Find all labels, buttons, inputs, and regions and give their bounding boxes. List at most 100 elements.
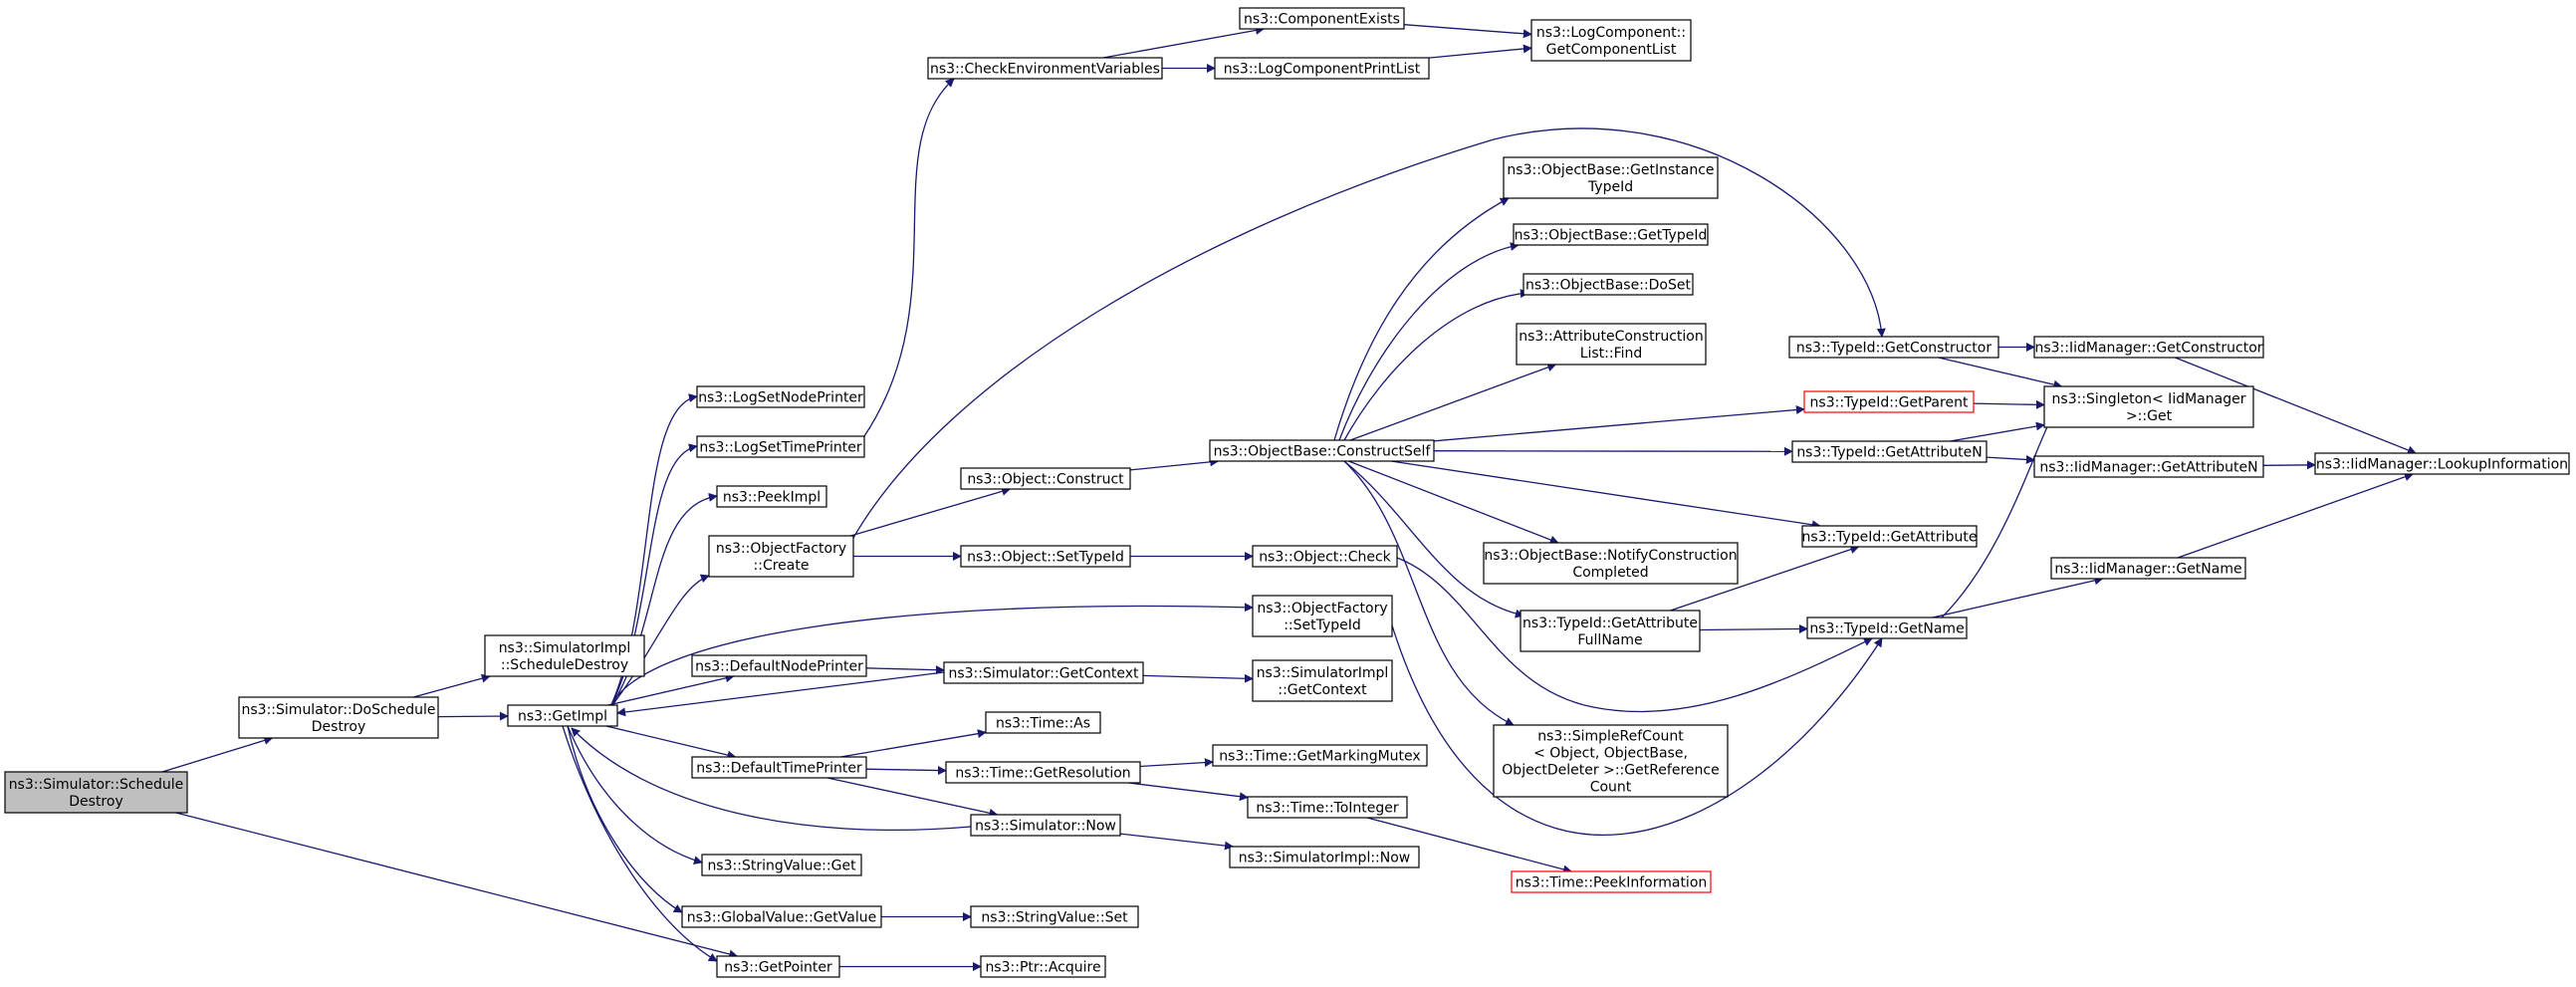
node-typeid-get-attribute[interactable]: ns3::TypeId::GetAttribute [1801, 525, 1978, 548]
edge-line [1428, 44, 1532, 59]
edge-line [161, 736, 274, 773]
node-simulator-get-context[interactable]: ns3::Simulator::GetContext [943, 661, 1144, 684]
edge-typeid-get-attribute-n-to-iid-manager-get-attribute-n [1986, 454, 2035, 464]
node-stringvalue-get[interactable]: ns3::StringValue::Get [701, 854, 862, 876]
node-iid-manager-get-attribute-n[interactable]: ns3::IidManager::GetAttributeN [2033, 455, 2264, 478]
node-iid-manager-get-constructor[interactable]: ns3::IidManager::GetConstructor [2033, 336, 2264, 359]
node-log-set-node-printer[interactable]: ns3::LogSetNodePrinter [696, 385, 865, 408]
node-box [1803, 390, 1975, 413]
node-get-impl[interactable]: ns3::GetImpl [507, 704, 618, 727]
node-time-to-integer[interactable]: ns3::Time::ToInteger [1247, 796, 1408, 819]
node-label: ns3::Object::Check [1259, 550, 1391, 566]
node-label: ns3::Simulator::Schedule [9, 777, 184, 793]
edge-line [1932, 576, 2104, 618]
node-time-as[interactable]: ns3::Time::As [985, 711, 1101, 734]
edge-line [1129, 457, 1220, 471]
node-component-exists[interactable]: ns3::ComponentExists [1239, 7, 1405, 30]
node-check-env-vars[interactable]: ns3::CheckEnvironmentVariables [927, 57, 1163, 80]
node-typeid-get-name[interactable]: ns3::TypeId::GetName [1806, 617, 1968, 639]
edge-line [1142, 673, 1254, 683]
node-stringvalue-set[interactable]: ns3::StringValue::Set [970, 905, 1139, 928]
node-time-peek-information[interactable]: ns3::Time::PeekInformation [1511, 870, 1712, 893]
edge-do-schedule-destroy-to-simimpl-schedule-destroy [412, 673, 491, 698]
node-typeid-get-attribute-n[interactable]: ns3::TypeId::GetAttributeN [1791, 440, 1988, 463]
node-objectbase-notify-construction-completed[interactable]: ns3::ObjectBase::NotifyConstructionCompl… [1483, 542, 1739, 585]
node-objectbase-construct-self[interactable]: ns3::ObjectBase::ConstructSelf [1209, 439, 1435, 462]
node-box [681, 905, 882, 928]
node-box [238, 696, 439, 739]
node-object-check[interactable]: ns3::Object::Check [1252, 545, 1398, 568]
node-globalvalue-getvalue[interactable]: ns3::GlobalValue::GetValue [681, 905, 882, 928]
node-schedule-destroy[interactable]: ns3::Simulator::ScheduleDestroy [4, 771, 188, 814]
node-typeid-get-parent[interactable]: ns3::TypeId::GetParent [1803, 390, 1975, 413]
node-objectbase-do-set[interactable]: ns3::ObjectBase::DoSet [1522, 273, 1694, 296]
edge-line [2175, 357, 2417, 455]
node-simulator-now[interactable]: ns3::Simulator::Now [970, 814, 1121, 837]
edge-get-impl-to-object-factory-set-type-id [608, 603, 1254, 710]
edge-line [1128, 782, 1249, 802]
node-box [1483, 542, 1739, 585]
node-label: ns3::Simulator::DoSchedule [242, 702, 436, 718]
node-objectbase-get-type-id[interactable]: ns3::ObjectBase::GetTypeId [1513, 223, 1709, 246]
node-object-factory-create[interactable]: ns3::ObjectFactory::Create [708, 535, 854, 578]
edge-iid-manager-get-name-to-iid-manager-lookup-information [2177, 472, 2414, 559]
node-label: ns3::TypeId::GetAttribute [1522, 616, 1698, 631]
node-ptr-acquire[interactable]: ns3::Ptr::Acquire [980, 955, 1106, 978]
node-label: ObjectDeleter >::GetReference [1502, 763, 1719, 779]
edge-object-factory-create-to-typeid-get-constructor [852, 127, 1886, 539]
node-object-factory-set-type-id[interactable]: ns3::ObjectFactory::SetTypeId [1252, 595, 1393, 637]
node-default-node-printer[interactable]: ns3::DefaultNodePrinter [691, 654, 867, 677]
node-time-get-resolution[interactable]: ns3::Time::GetResolution [945, 761, 1141, 784]
node-log-component-print-list[interactable]: ns3::LogComponentPrintList [1214, 57, 1430, 80]
edge-log-component-print-list-to-log-component-get-list [1428, 44, 1532, 59]
node-box [1516, 323, 1707, 366]
function-nodes: ns3::Simulator::ScheduleDestroyns3::Simu… [4, 7, 2570, 978]
node-get-pointer[interactable]: ns3::GetPointer [716, 955, 840, 978]
node-typeid-get-constructor[interactable]: ns3::TypeId::GetConstructor [1788, 336, 1999, 359]
node-simimpl-get-context[interactable]: ns3::SimulatorImpl::GetContext [1252, 659, 1393, 702]
node-box [970, 814, 1121, 837]
node-box [1209, 439, 1435, 462]
edge-objectbase-construct-self-to-objectbase-do-set [1343, 289, 1529, 441]
node-simimpl-schedule-destroy[interactable]: ns3::SimulatorImpl::ScheduleDestroy [484, 634, 645, 677]
node-default-time-printer[interactable]: ns3::DefaultTimePrinter [691, 756, 867, 779]
edge-object-construct-to-objectbase-construct-self [1129, 457, 1220, 471]
node-box [716, 955, 840, 978]
node-box [708, 535, 854, 578]
node-iid-manager-lookup-information[interactable]: ns3::IidManager::LookupInformation [2314, 452, 2570, 475]
edge-line [1139, 758, 1214, 768]
node-label: ::GetContext [1278, 682, 1367, 698]
edge-simulator-now-to-simimpl-now [1119, 833, 1234, 851]
node-label: ns3::Time::GetMarkingMutex [1219, 749, 1420, 765]
node-simple-ref-count-get-reference-count[interactable]: ns3::SimpleRefCount< Object, ObjectBase,… [1493, 724, 1729, 798]
node-log-component-get-list[interactable]: ns3::LogComponent::GetComponentList [1530, 19, 1692, 62]
node-label: ns3::ComponentExists [1244, 12, 1400, 28]
node-label: >::Get [2126, 408, 2173, 424]
node-simimpl-now[interactable]: ns3::SimulatorImpl::Now [1229, 846, 1420, 868]
node-label: ns3::IidManager::GetName [2054, 562, 2241, 578]
edge-default-time-printer-to-time-as [840, 729, 987, 758]
edge-line [852, 127, 1886, 539]
node-iid-manager-get-name[interactable]: ns3::IidManager::GetName [2050, 557, 2246, 580]
node-label: ns3::Time::ToInteger [1256, 801, 1399, 817]
edge-line [605, 725, 737, 760]
node-log-set-time-printer[interactable]: ns3::LogSetTimePrinter [696, 435, 865, 458]
node-label: ns3::DefaultNodePrinter [695, 659, 863, 675]
node-object-set-type-id[interactable]: ns3::Object::SetTypeId [960, 545, 1131, 568]
node-singleton-iid-manager-get[interactable]: ns3::Singleton< IidManager>::Get [2043, 385, 2254, 428]
node-label: ns3::TypeId::GetName [1809, 621, 1964, 637]
node-label: ns3::TypeId::GetAttribute [1802, 530, 1978, 546]
edge-default-time-printer-to-simulator-now [826, 777, 999, 818]
edge-line [1343, 289, 1529, 441]
node-object-construct[interactable]: ns3::Object::Construct [960, 467, 1131, 490]
node-label: GetComponentList [1546, 42, 1677, 58]
node-box [484, 634, 645, 677]
node-box [1214, 57, 1430, 80]
node-peek-impl[interactable]: ns3::PeekImpl [716, 485, 827, 508]
node-label: Destroy [312, 719, 365, 735]
node-time-get-marking-mutex[interactable]: ns3::Time::GetMarkingMutex [1212, 744, 1428, 767]
